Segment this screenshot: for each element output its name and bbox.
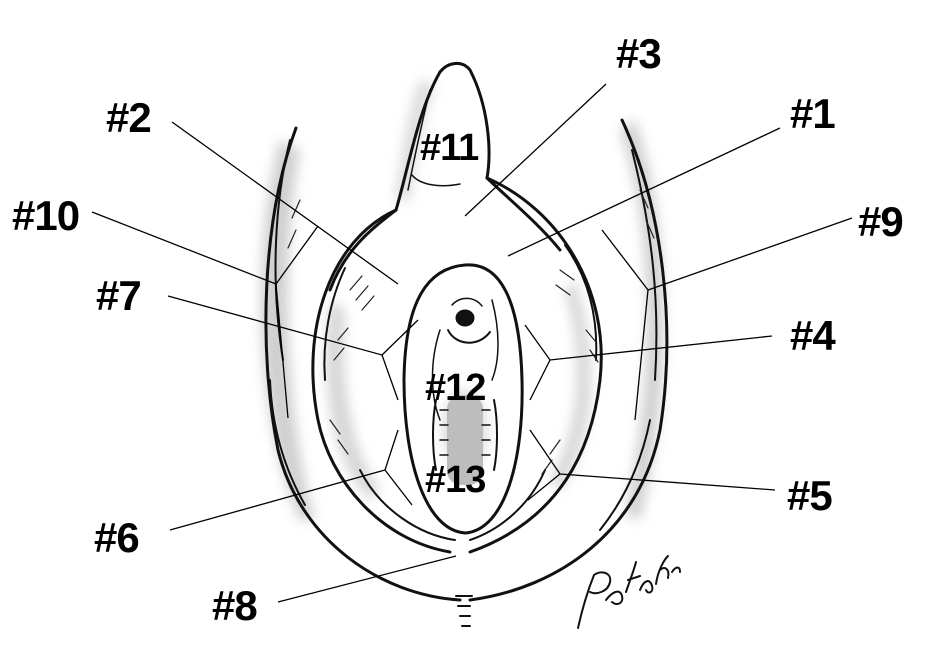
leader-9 — [648, 218, 852, 290]
label-4: #4 — [790, 312, 836, 359]
leader-3 — [465, 84, 606, 216]
signature — [578, 556, 680, 628]
label-13: #13 — [425, 459, 485, 501]
leader-9b — [602, 230, 648, 290]
label-10: #10 — [12, 192, 79, 239]
leader-4b — [530, 360, 550, 400]
leader-7b — [382, 355, 398, 400]
label-2: #2 — [106, 94, 151, 141]
leader-7 — [168, 296, 418, 355]
label-1: #1 — [790, 90, 835, 137]
label-12: #12 — [425, 367, 485, 409]
label-9: #9 — [858, 198, 903, 245]
label-5: #5 — [787, 472, 832, 519]
urethral-opening — [448, 298, 490, 342]
label-11: #11 — [420, 127, 479, 169]
clitoral-hood — [330, 63, 560, 290]
outer-folds — [266, 120, 667, 600]
leader-6b — [385, 470, 412, 505]
labels: #1 #2 #3 #4 #5 #6 #7 #8 #9 #10 #11 #12 #… — [12, 30, 903, 629]
label-7: #7 — [96, 272, 141, 319]
label-3: #3 — [616, 30, 661, 77]
label-6: #6 — [94, 514, 139, 561]
label-8: #8 — [212, 582, 257, 629]
